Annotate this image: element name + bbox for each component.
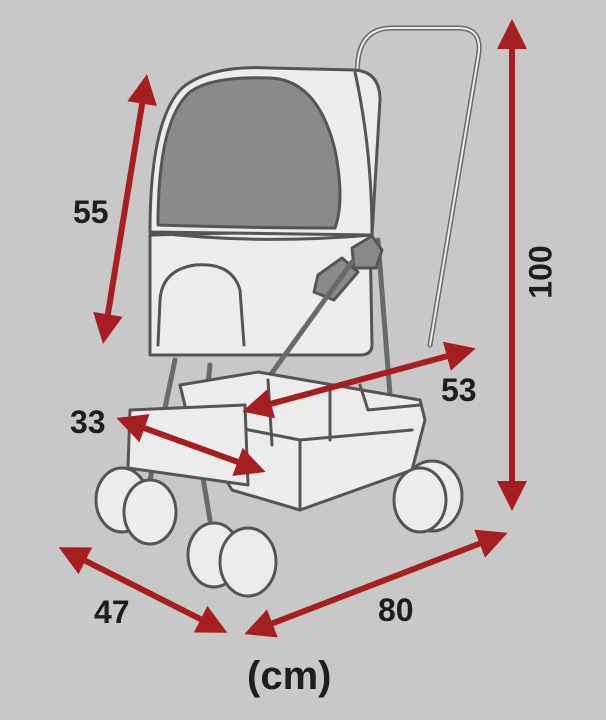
arrow-canopy-height bbox=[93, 74, 157, 344]
dimension-arrows bbox=[58, 18, 527, 638]
frame-hinge bbox=[350, 234, 384, 270]
arrow-base-width bbox=[58, 547, 228, 633]
label-base-width: 47 bbox=[94, 594, 130, 630]
label-base-length: 80 bbox=[378, 592, 414, 628]
label-cabin-width: 33 bbox=[70, 404, 106, 440]
label-basket-length: 53 bbox=[441, 372, 477, 408]
stroller-body bbox=[94, 25, 482, 598]
label-canopy-height: 55 bbox=[73, 194, 109, 230]
unit-label: (cm) bbox=[247, 654, 332, 698]
canopy-window bbox=[156, 76, 342, 230]
label-total-height: 100 bbox=[522, 245, 559, 299]
cabin-opening bbox=[156, 263, 246, 347]
arrow-basket-length bbox=[242, 341, 476, 419]
arrow-base-length bbox=[244, 529, 508, 638]
arrow-cabin-width bbox=[116, 414, 266, 476]
